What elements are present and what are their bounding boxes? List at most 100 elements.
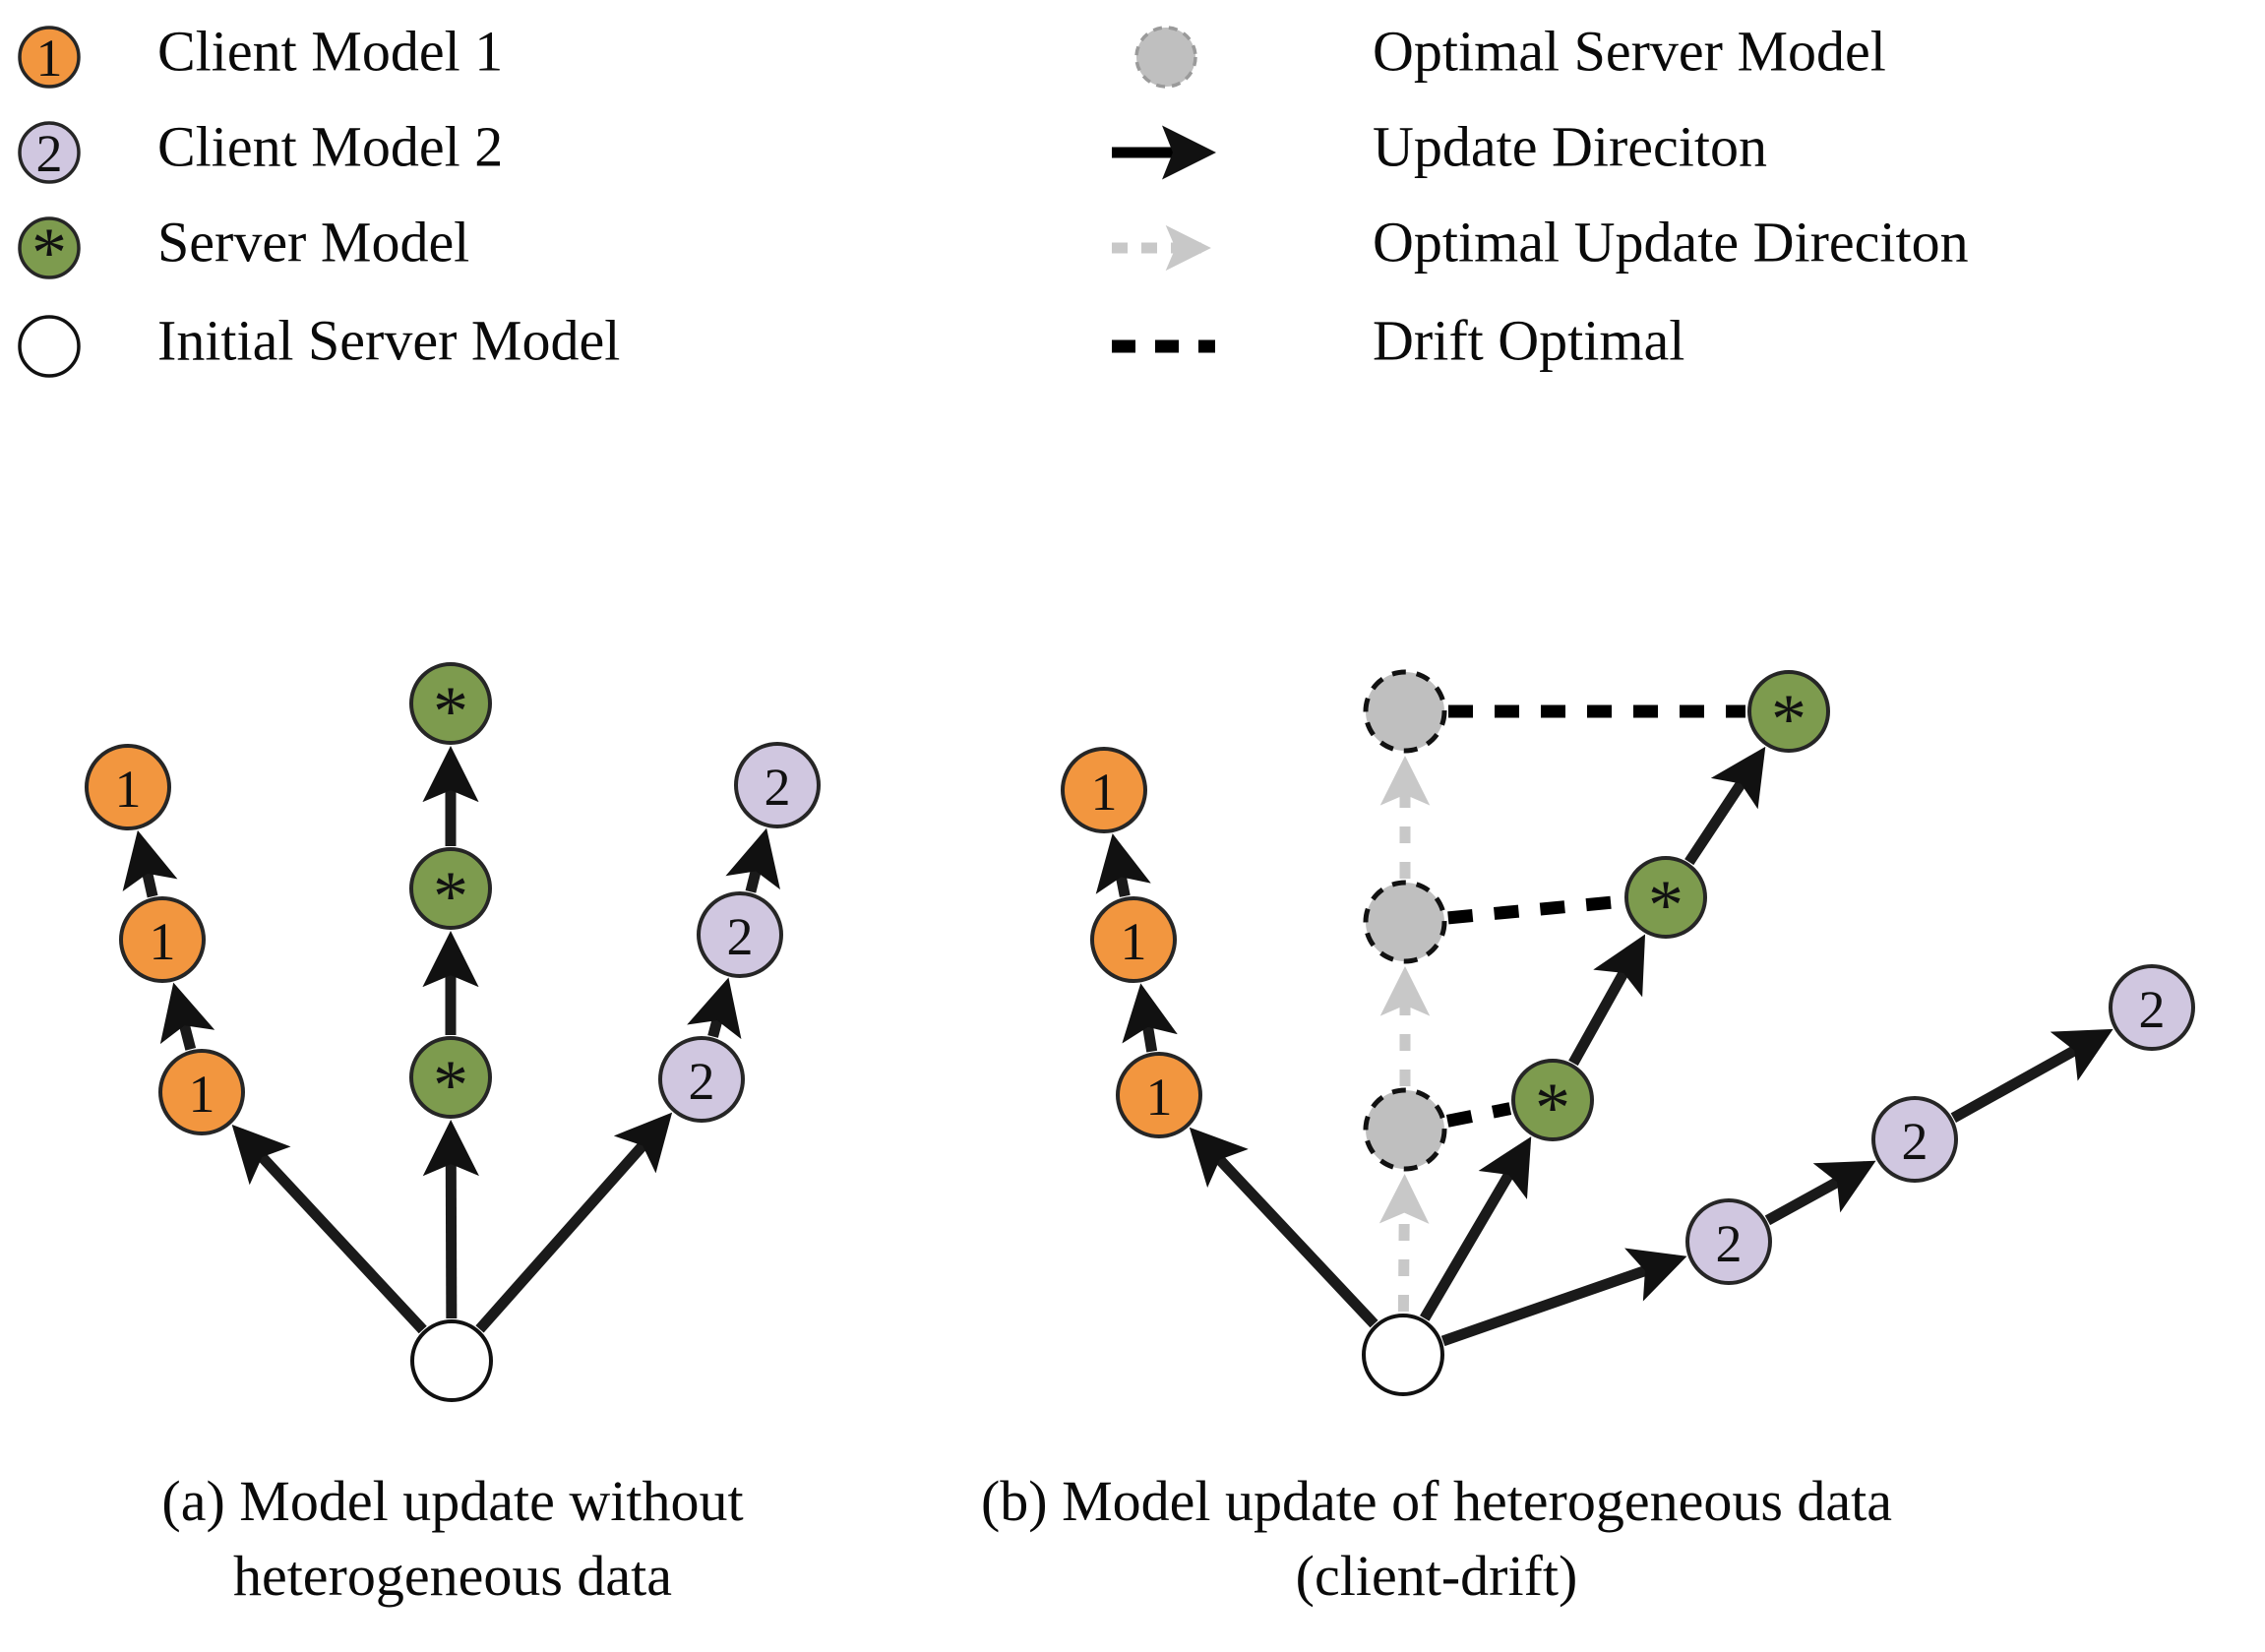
node-initial-server [410, 1319, 493, 1402]
node-circle [1090, 896, 1177, 983]
node-label: 2 [689, 1052, 715, 1111]
legend-swatch-dashed-circle-icon [1134, 26, 1197, 89]
legend-swatch-circle-icon [18, 26, 81, 89]
edge-solid-arrow [122, 829, 178, 898]
node-circle [2109, 964, 2195, 1051]
legend-item-client-model-2[interactable]: 2 Client Model 2 [18, 114, 503, 184]
edge-solid-arrow [475, 1112, 673, 1333]
edge-dashed-gray-arrow [1378, 1173, 1430, 1313]
captions-layer: (a) Model update without heterogeneous da… [161, 1469, 1892, 1608]
legend-label-optimal-update-direction: Optimal Update Direciton [1373, 210, 1969, 274]
node-circle [1747, 670, 1830, 753]
node-client1: 1 [85, 744, 171, 830]
node-client2: 2 [658, 1036, 745, 1123]
node-label: * [1771, 680, 1806, 759]
node-circle [409, 847, 492, 930]
legend-swatch-hollow-circle-icon [18, 315, 81, 378]
legend-swatch-glyph: 1 [36, 29, 63, 88]
node-circle [1061, 747, 1147, 833]
node-initial-server [1362, 1314, 1444, 1396]
edge-solid-arrow [422, 1119, 479, 1319]
node-optimal-server [1363, 1087, 1447, 1172]
node-label: * [1648, 866, 1683, 945]
edge-solid-arrow [725, 827, 780, 893]
node-circle [1363, 669, 1447, 754]
edge-solid-arrow [1950, 1028, 2113, 1123]
legend-item-optimal-server-model[interactable]: Optimal Server Model [1134, 19, 1886, 89]
node-client1: 1 [1061, 747, 1147, 833]
edge-solid-arrow [1095, 833, 1151, 897]
node-label: 2 [2139, 980, 2166, 1039]
edge-solid-arrow [1568, 934, 1646, 1067]
node-circle [409, 662, 492, 745]
node-circle [409, 1036, 492, 1119]
node-label: 2 [1716, 1214, 1743, 1273]
node-circle [410, 1319, 493, 1402]
edge-solid-arrow [1189, 1127, 1378, 1328]
node-circle [697, 891, 783, 978]
edge-solid-arrow [1764, 1160, 1876, 1226]
node-circle [1624, 856, 1707, 939]
node-label: 1 [1146, 1068, 1173, 1127]
node-circle [658, 1036, 745, 1123]
node-server: * [1511, 1059, 1594, 1147]
edge-dashed-black-line [1445, 1102, 1512, 1128]
node-client2: 2 [734, 742, 821, 828]
legend-item-server-model[interactable]: * Server Model [18, 210, 469, 292]
node-label: * [433, 1046, 468, 1125]
node-label: * [1535, 1069, 1570, 1147]
legend-swatch-circle-icon [18, 121, 81, 184]
legend-item-initial-server-model[interactable]: Initial Server Model [18, 308, 620, 378]
node-client2: 2 [1871, 1096, 1958, 1183]
legend-label-server-model: Server Model [157, 210, 469, 274]
node-server: * [409, 847, 492, 936]
edge-solid-arrow [1684, 746, 1766, 866]
legend-swatch-glyph: * [31, 214, 67, 292]
node-circle [1363, 1087, 1447, 1172]
edge-solid-arrow [1440, 1248, 1687, 1347]
node-server: * [409, 662, 492, 751]
panel-caption-panel-a: (a) Model update without [161, 1469, 743, 1533]
node-client1: 1 [158, 1049, 245, 1135]
node-client1: 1 [119, 896, 206, 983]
legend-item-drift-optimal[interactable]: Drift Optimal [1112, 308, 1684, 372]
legend-label-optimal-server-model: Optimal Server Model [1373, 19, 1886, 83]
node-label: 1 [1121, 912, 1147, 971]
legend-swatch-circle-icon [18, 216, 81, 279]
legend-item-client-model-1[interactable]: 1 Client Model 1 [18, 19, 503, 89]
node-label: 1 [115, 760, 142, 819]
edge-solid-arrow [231, 1124, 427, 1334]
node-circle [734, 742, 821, 828]
node-label: * [433, 672, 468, 751]
panel-caption-panel-b: (client-drift) [1296, 1544, 1578, 1608]
node-circle [119, 896, 206, 983]
node-label: 2 [1902, 1112, 1928, 1171]
legend-label-initial-server-model: Initial Server Model [157, 308, 620, 372]
legend-label-client-model-1: Client Model 1 [157, 19, 503, 83]
legend-item-optimal-update-direction[interactable]: Optimal Update Direciton [1112, 210, 1969, 274]
node-label: 1 [189, 1065, 215, 1124]
node-label: 1 [1091, 763, 1118, 822]
node-label: * [433, 857, 468, 936]
legend-label-update-direction: Update Direciton [1373, 114, 1767, 178]
node-circle [158, 1049, 245, 1135]
legend-swatch-glyph: 2 [36, 124, 63, 183]
node-client2: 2 [2109, 964, 2195, 1051]
edge-dashed-black-line [1447, 894, 1623, 925]
edge-solid-arrow [1420, 1136, 1532, 1321]
nodes-layer: 1 1 1 * * * 2 2 2 1 1 1 * * * 2 2 2 [85, 662, 2195, 1402]
node-circle [1362, 1314, 1444, 1396]
legend-label-client-model-2: Client Model 2 [157, 114, 503, 178]
node-server: * [1747, 670, 1830, 759]
legend-item-update-direction[interactable]: Update Direciton [1112, 114, 1767, 180]
edges-layer [122, 704, 2113, 1347]
legend-label-drift-optimal: Drift Optimal [1373, 308, 1684, 372]
edge-solid-arrow [687, 977, 742, 1040]
panel-caption-panel-a: heterogeneous data [233, 1544, 672, 1608]
node-client2: 2 [697, 891, 783, 978]
node-circle [1363, 880, 1447, 964]
node-optimal-server [1363, 880, 1447, 964]
edge-solid-arrow [1122, 983, 1178, 1053]
